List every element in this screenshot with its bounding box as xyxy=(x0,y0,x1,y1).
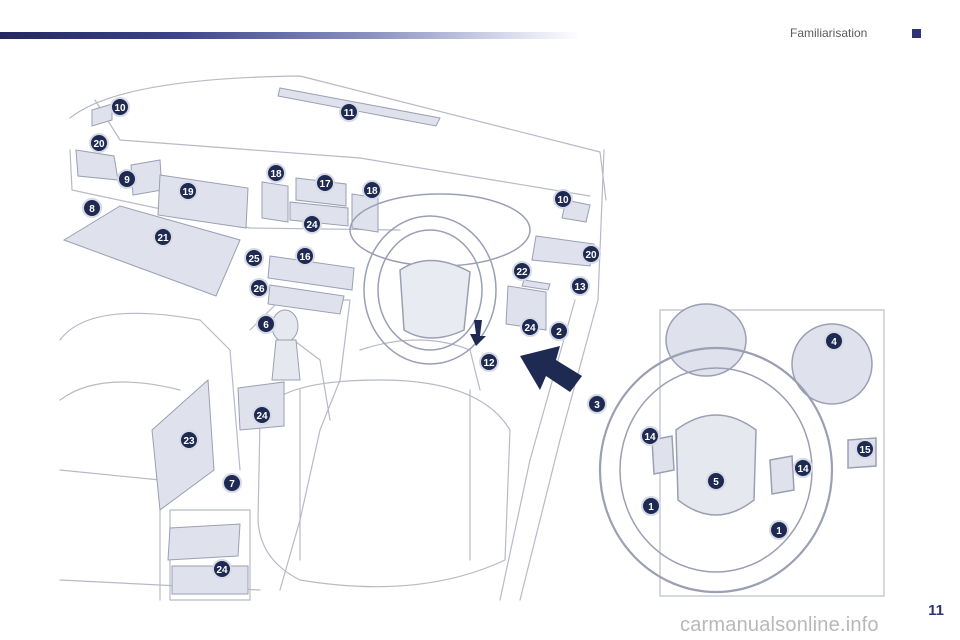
header-gradient-bar xyxy=(0,32,580,39)
door-edge-line xyxy=(519,149,605,601)
callout-20-left: 20 xyxy=(89,133,109,153)
svg-text:24: 24 xyxy=(524,323,536,334)
svg-text:20: 20 xyxy=(585,250,597,261)
callout-1-left: 1 xyxy=(641,496,661,516)
svg-text:23: 23 xyxy=(183,436,195,447)
svg-text:19: 19 xyxy=(182,187,194,198)
callout-10-right: 10 xyxy=(553,189,573,209)
svg-text:3: 3 xyxy=(594,400,600,411)
callout-13: 13 xyxy=(570,276,590,296)
svg-text:12: 12 xyxy=(483,358,495,369)
callout-20-right: 20 xyxy=(581,244,601,264)
svg-text:7: 7 xyxy=(229,479,235,490)
section-marker xyxy=(912,29,921,38)
svg-text:13: 13 xyxy=(574,282,586,293)
glovebox xyxy=(62,205,241,297)
svg-text:9: 9 xyxy=(124,175,130,186)
watermark: carmanualsonline.info xyxy=(680,614,879,636)
left-wheel-controls xyxy=(651,435,675,475)
callout-16: 16 xyxy=(295,246,315,266)
svg-text:6: 6 xyxy=(263,320,269,331)
callout-25: 25 xyxy=(244,248,264,268)
svg-text:22: 22 xyxy=(516,267,528,278)
air-vent-left xyxy=(75,149,119,181)
callout-24-console: 24 xyxy=(252,405,272,425)
gear-lever-knob xyxy=(271,309,299,343)
svg-text:10: 10 xyxy=(557,195,569,206)
glovebox-lamp-panel xyxy=(157,174,249,229)
svg-text:18: 18 xyxy=(366,186,378,197)
steering-wheel-zoom xyxy=(598,346,834,594)
rev-counter-dial xyxy=(665,303,747,377)
svg-text:21: 21 xyxy=(157,233,169,244)
svg-text:2: 2 xyxy=(556,327,562,338)
central-vent-left xyxy=(261,181,289,223)
svg-text:26: 26 xyxy=(253,284,265,295)
callout-14-left: 14 xyxy=(640,426,660,446)
rear-socket-panel xyxy=(171,565,249,595)
section-title: Familiarisation xyxy=(790,26,868,40)
callout-1-right: 1 xyxy=(769,520,789,540)
callout-21: 21 xyxy=(153,227,173,247)
svg-text:14: 14 xyxy=(644,432,656,443)
svg-text:17: 17 xyxy=(319,179,331,190)
svg-text:15: 15 xyxy=(859,445,871,456)
svg-text:11: 11 xyxy=(344,108,355,119)
large-arrow xyxy=(520,346,582,392)
svg-text:10: 10 xyxy=(114,103,126,114)
callout-18-right: 18 xyxy=(362,180,382,200)
callout-6: 6 xyxy=(256,314,276,334)
svg-text:4: 4 xyxy=(831,337,837,348)
air-vent-right xyxy=(531,235,595,267)
callout-22: 22 xyxy=(512,261,532,281)
svg-text:8: 8 xyxy=(89,204,95,215)
svg-text:24: 24 xyxy=(256,411,268,422)
horn-pad xyxy=(675,414,757,516)
svg-text:24: 24 xyxy=(216,565,228,576)
page-number: 11 xyxy=(928,602,944,619)
passenger-seat xyxy=(59,312,241,471)
driver-seat xyxy=(257,379,511,588)
callout-17: 17 xyxy=(315,173,335,193)
callout-24-dash: 24 xyxy=(302,214,322,234)
windscreen-demist-vent xyxy=(277,87,441,127)
callout-19: 19 xyxy=(178,181,198,201)
callout-5: 5 xyxy=(706,471,726,491)
svg-text:16: 16 xyxy=(299,252,311,263)
callout-11: 11 xyxy=(339,102,359,122)
callout-23: 23 xyxy=(179,430,199,450)
callout-10-left: 10 xyxy=(110,97,130,117)
callout-24-fascia: 24 xyxy=(520,317,540,337)
svg-text:1: 1 xyxy=(776,526,782,537)
svg-text:25: 25 xyxy=(248,254,260,265)
callout-9: 9 xyxy=(117,169,137,189)
rear-vent-panel xyxy=(167,523,241,561)
callout-14-right: 14 xyxy=(793,458,813,478)
callout-12: 12 xyxy=(479,352,499,372)
callout-24-rear: 24 xyxy=(212,559,232,579)
svg-text:24: 24 xyxy=(306,220,318,231)
callout-18-left: 18 xyxy=(266,163,286,183)
callout-4: 4 xyxy=(824,331,844,351)
callout-2: 2 xyxy=(549,321,569,341)
svg-text:20: 20 xyxy=(93,139,105,150)
side-vent-left xyxy=(91,103,113,127)
callout-3: 3 xyxy=(587,394,607,414)
svg-text:18: 18 xyxy=(270,169,282,180)
climate-control-panel xyxy=(267,255,355,291)
speedometer-dial xyxy=(791,323,873,405)
callout-26: 26 xyxy=(249,278,269,298)
callout-7: 7 xyxy=(222,473,242,493)
dashboard-top-line xyxy=(69,75,607,201)
audio-panel xyxy=(267,284,345,315)
callout-8: 8 xyxy=(82,198,102,218)
right-wheel-controls xyxy=(769,455,795,495)
callout-15: 15 xyxy=(855,439,875,459)
small-arrow xyxy=(470,320,486,346)
svg-text:1: 1 xyxy=(648,502,654,513)
svg-text:14: 14 xyxy=(797,464,809,475)
svg-text:5: 5 xyxy=(713,477,719,488)
steering-wheel xyxy=(363,215,497,365)
